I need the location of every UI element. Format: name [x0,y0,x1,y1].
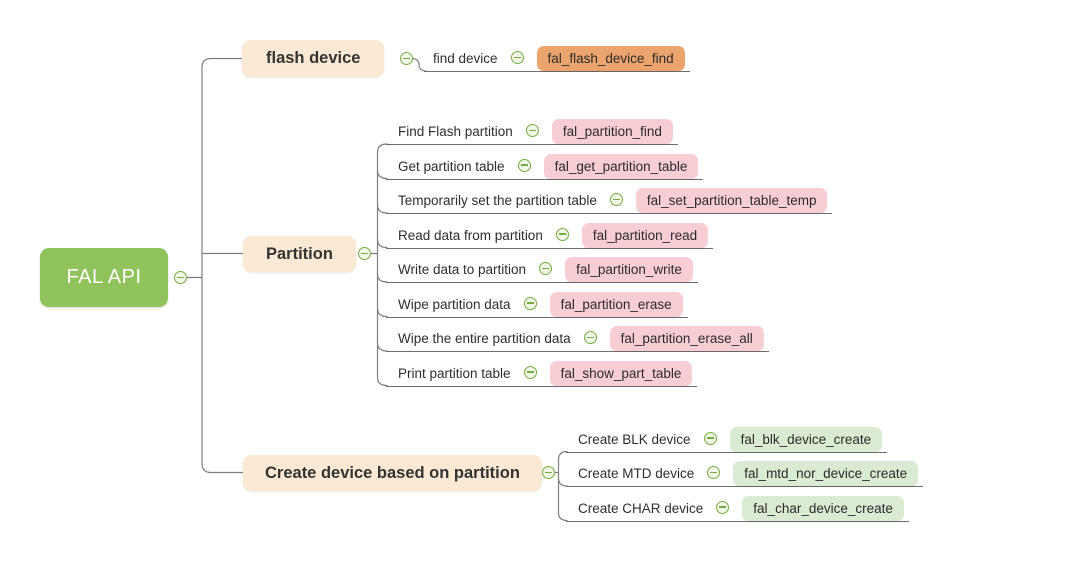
code-badge[interactable]: fal_partition_write [565,257,693,282]
code-badge[interactable]: fal_char_device_create [742,495,904,521]
node-row-find-flash-partition[interactable]: Find Flash partition fal_partition_find [386,117,678,145]
node-row-partition-write[interactable]: Write data to partition fal_partition_wr… [386,255,698,283]
node-row-create-char-device[interactable]: Create CHAR device fal_char_device_creat… [566,494,909,522]
node-label: Wipe the entire partition data [398,331,571,346]
code-badge[interactable]: fal_get_partition_table [543,153,699,179]
code-badge[interactable]: fal_partition_erase_all [609,326,764,351]
branch-node-partition[interactable]: Partition [243,236,356,272]
collapse-minus-icon[interactable] [555,227,569,241]
node-label: Find Flash partition [398,124,513,139]
node-label: Wipe partition data [398,296,511,312]
node-row-partition-erase[interactable]: Wipe partition data fal_partition_erase [386,290,688,318]
collapse-minus-icon[interactable] [539,262,553,275]
collapse-minus-icon[interactable] [609,193,623,206]
collapse-minus-icon[interactable] [523,365,537,379]
node-label: Temporarily set the partition table [398,193,597,208]
node-row-show-part-table[interactable]: Print partition table fal_show_part_tabl… [386,359,698,387]
collapse-minus-icon[interactable] [400,52,413,65]
collapse-minus-icon[interactable] [716,500,730,514]
node-row-partition-read[interactable]: Read data from partition fal_partition_r… [386,221,714,249]
code-badge[interactable]: fal_set_partition_table_temp [635,188,828,213]
code-badge[interactable]: fal_partition_erase [549,291,683,317]
node-row-set-partition-table-temp[interactable]: Temporarily set the partition table fal_… [386,186,833,214]
code-badge[interactable]: fal_flash_device_find [536,46,685,71]
root-node-fal-api[interactable]: FAL API [40,248,168,307]
node-label: Create MTD device [578,466,695,481]
node-row-find-device[interactable]: find device fal_flash_device_find [424,44,690,72]
code-badge[interactable]: fal_mtd_nor_device_create [733,461,919,486]
collapse-minus-icon[interactable] [707,466,721,479]
node-label: find device [433,51,498,66]
code-badge[interactable]: fal_partition_read [581,222,709,248]
collapse-minus-icon[interactable] [517,158,531,172]
collapse-minus-icon[interactable] [358,247,371,260]
node-label: Create CHAR device [578,500,704,516]
code-badge[interactable]: fal_partition_find [551,119,673,144]
node-row-partition-erase-all[interactable]: Wipe the entire partition data fal_parti… [386,324,769,352]
node-row-create-blk-device[interactable]: Create BLK device fal_blk_device_create [566,425,888,453]
branch-node-flash-device[interactable]: flash device [242,40,385,77]
node-label: Get partition table [398,158,505,174]
collapse-minus-icon[interactable] [703,431,717,445]
collapse-minus-icon[interactable] [525,124,539,137]
branch-node-create-device[interactable]: Create device based on partition [243,455,542,491]
node-label: Read data from partition [398,227,543,243]
node-row-get-partition-table[interactable]: Get partition table fal_get_partition_ta… [386,152,704,180]
node-label: Create BLK device [578,431,691,447]
collapse-minus-icon[interactable] [510,51,524,64]
code-badge[interactable]: fal_show_part_table [549,360,693,386]
collapse-minus-icon[interactable] [583,331,597,344]
collapse-minus-icon[interactable] [542,466,555,479]
collapse-minus-icon[interactable] [523,296,537,310]
node-label: Write data to partition [398,262,527,277]
node-label: Print partition table [398,365,511,381]
collapse-minus-icon[interactable] [174,271,187,284]
node-row-create-mtd-device[interactable]: Create MTD device fal_mtd_nor_device_cre… [566,459,924,487]
code-badge[interactable]: fal_blk_device_create [729,426,883,452]
